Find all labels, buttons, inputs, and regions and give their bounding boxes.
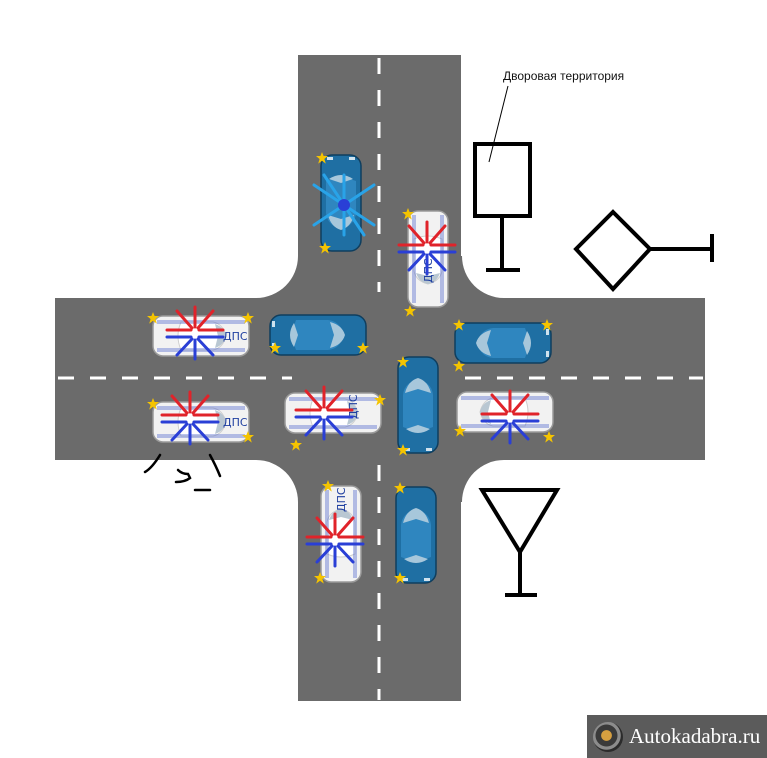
lane-markings	[58, 58, 703, 700]
police-car-text: ДПС	[223, 416, 248, 429]
car-blue-east	[454, 322, 552, 364]
car-blue-south-road	[395, 486, 437, 584]
car-blue-center-vertical	[397, 356, 439, 454]
give-way-sign	[478, 488, 561, 597]
police-car-center: ДПС	[284, 392, 382, 434]
motion-marks	[143, 453, 222, 492]
police-car-text: ДПС	[335, 487, 348, 512]
police-car-south: ДПС	[320, 485, 362, 583]
label-leader-line	[488, 85, 509, 163]
courtyard-label: Дворовая территория	[503, 69, 625, 83]
car-blue-center-west	[269, 314, 367, 356]
watermark-text: Autokadabra.ru	[629, 724, 761, 748]
wheel-logo-icon	[593, 721, 623, 752]
main-road-sign	[573, 209, 714, 292]
watermark-badge[interactable]: Autokadabra.ru	[587, 715, 767, 758]
siren-burst-blue	[312, 173, 376, 237]
police-car-text: ДПС	[223, 330, 248, 343]
courtyard-territory-sign	[473, 142, 532, 272]
police-car-west-bottom: ДПС	[152, 401, 250, 443]
police-car-west-top: ДПС	[152, 315, 250, 357]
police-car-text: ДПС	[347, 394, 360, 419]
